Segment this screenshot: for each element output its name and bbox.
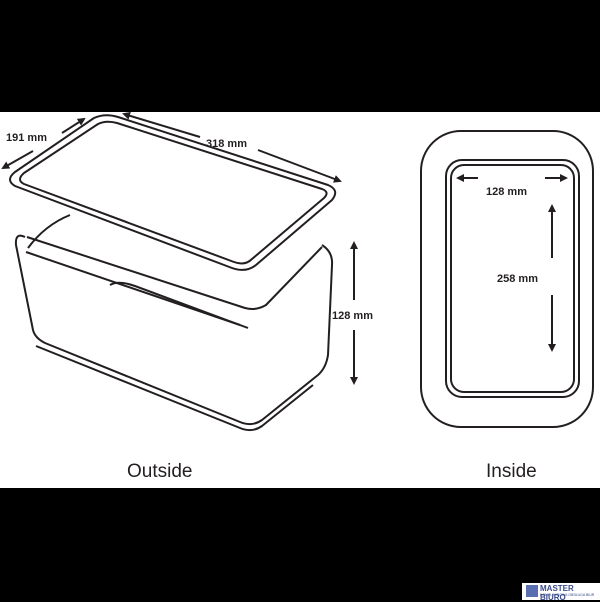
watermark-tagline: KOMPLEKSOWA OBSŁUGA BIUR bbox=[540, 593, 595, 597]
watermark-brand: MASTER BIURO bbox=[540, 584, 574, 602]
depth-label: 191 mm bbox=[6, 132, 47, 144]
width-arrow-right bbox=[257, 149, 342, 183]
depth-arrow-left bbox=[1, 150, 34, 169]
inside-length-label: 258 mm bbox=[497, 273, 538, 285]
inside-width-label: 128 mm bbox=[486, 186, 527, 198]
width-label: 318 mm bbox=[206, 138, 247, 150]
inside-caption: Inside bbox=[486, 461, 537, 482]
inside-tray bbox=[420, 130, 594, 428]
width-arrow-left bbox=[122, 111, 201, 138]
depth-arrow-right bbox=[61, 117, 86, 134]
outside-caption: Outside bbox=[127, 461, 192, 482]
lid bbox=[9, 114, 337, 271]
logo-icon bbox=[526, 585, 538, 597]
height-label: 128 mm bbox=[332, 310, 373, 322]
box-body bbox=[14, 214, 334, 432]
watermark-logo: MASTER BIURO KOMPLEKSOWA OBSŁUGA BIUR bbox=[522, 583, 600, 602]
